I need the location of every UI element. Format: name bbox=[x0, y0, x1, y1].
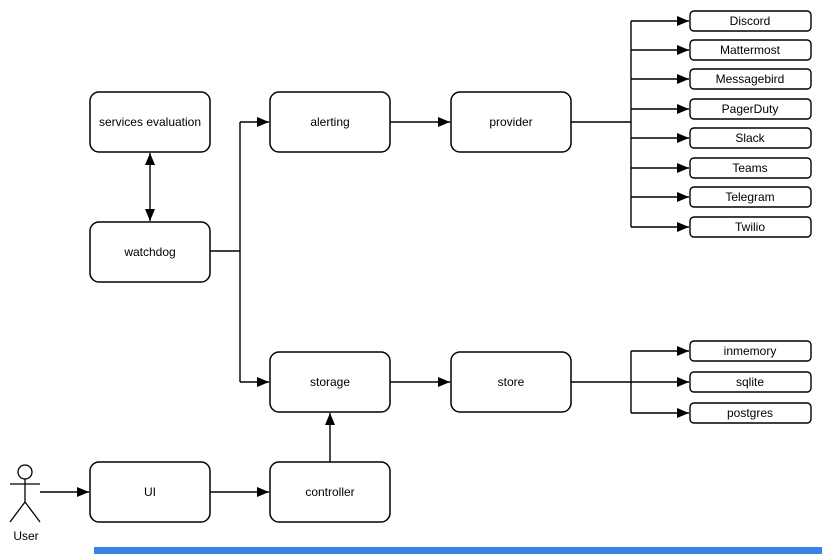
node-watchdog-box bbox=[89, 221, 211, 283]
node-storage: storage bbox=[269, 351, 391, 413]
leaf-teams-box bbox=[689, 157, 812, 179]
leaf-discord-label: Discord bbox=[730, 14, 771, 28]
leaf-discord-box bbox=[689, 10, 812, 32]
leaf-teams-label: Teams bbox=[732, 161, 767, 175]
node-controller-box bbox=[269, 461, 391, 523]
leaf-twilio-box bbox=[689, 216, 812, 238]
leaf-sqlite-label: sqlite bbox=[736, 375, 764, 389]
leaf-twilio: Twilio bbox=[689, 216, 812, 238]
node-controller-label: controller bbox=[305, 485, 354, 499]
node-store-label: store bbox=[498, 375, 525, 389]
leaf-discord: Discord bbox=[689, 10, 812, 32]
node-watchdog: watchdog bbox=[89, 221, 211, 283]
user-actor-label: User bbox=[13, 529, 38, 543]
node-services-evaluation-label: services evaluation bbox=[99, 115, 201, 129]
connectors bbox=[40, 16, 689, 497]
leaf-sqlite: sqlite bbox=[689, 371, 812, 393]
node-storage-box bbox=[269, 351, 391, 413]
node-provider-box bbox=[450, 91, 572, 153]
leaf-pagerduty-box bbox=[689, 98, 812, 120]
node-watchdog-label: watchdog bbox=[123, 245, 175, 259]
actor-head bbox=[17, 464, 33, 480]
leaf-pagerduty: PagerDuty bbox=[689, 98, 812, 120]
node-store-box bbox=[450, 351, 572, 413]
user-actor-icon: User bbox=[9, 464, 41, 543]
leaf-sqlite-box bbox=[689, 371, 812, 393]
leaf-mattermost-box bbox=[689, 39, 812, 61]
leaf-telegram-label: Telegram bbox=[725, 190, 774, 204]
leaf-postgres: postgres bbox=[689, 402, 812, 424]
node-alerting-label: alerting bbox=[310, 115, 349, 129]
leaf-slack-box bbox=[689, 127, 812, 149]
leaf-slack-label: Slack bbox=[735, 131, 765, 145]
node-storage-label: storage bbox=[310, 375, 350, 389]
node-controller: controller bbox=[269, 461, 391, 523]
leaf-messagebird-label: Messagebird bbox=[716, 72, 785, 86]
leaf-pagerduty-label: PagerDuty bbox=[722, 102, 779, 116]
leaf-inmemory: inmemory bbox=[689, 340, 812, 362]
node-alerting-box bbox=[269, 91, 391, 153]
node-store: store bbox=[450, 351, 572, 413]
leaf-inmemory-label: inmemory bbox=[724, 344, 777, 358]
leaf-inmemory-box bbox=[689, 340, 812, 362]
node-ui-label: UI bbox=[144, 485, 156, 499]
leaf-mattermost: Mattermost bbox=[689, 39, 812, 61]
leaf-postgres-label: postgres bbox=[727, 406, 773, 420]
leaf-slack: Slack bbox=[689, 127, 812, 149]
leaf-postgres-box bbox=[689, 402, 812, 424]
leaf-telegram: Telegram bbox=[689, 186, 812, 208]
actor-legs bbox=[9, 501, 41, 523]
node-services-evaluation-box bbox=[89, 91, 211, 153]
node-services-evaluation: services evaluation bbox=[89, 91, 211, 153]
leaf-messagebird: Messagebird bbox=[689, 68, 812, 90]
node-alerting: alerting bbox=[269, 91, 391, 153]
leaf-twilio-label: Twilio bbox=[735, 220, 765, 234]
leaf-messagebird-box bbox=[689, 68, 812, 90]
node-provider-label: provider bbox=[489, 115, 532, 129]
leaf-mattermost-label: Mattermost bbox=[720, 43, 781, 57]
node-ui: UI bbox=[89, 461, 211, 523]
node-ui-box bbox=[89, 461, 211, 523]
node-provider: provider bbox=[450, 91, 572, 153]
horizontal-scrollbar[interactable] bbox=[94, 547, 822, 554]
leaf-telegram-box bbox=[689, 186, 812, 208]
leaf-teams: Teams bbox=[689, 157, 812, 179]
